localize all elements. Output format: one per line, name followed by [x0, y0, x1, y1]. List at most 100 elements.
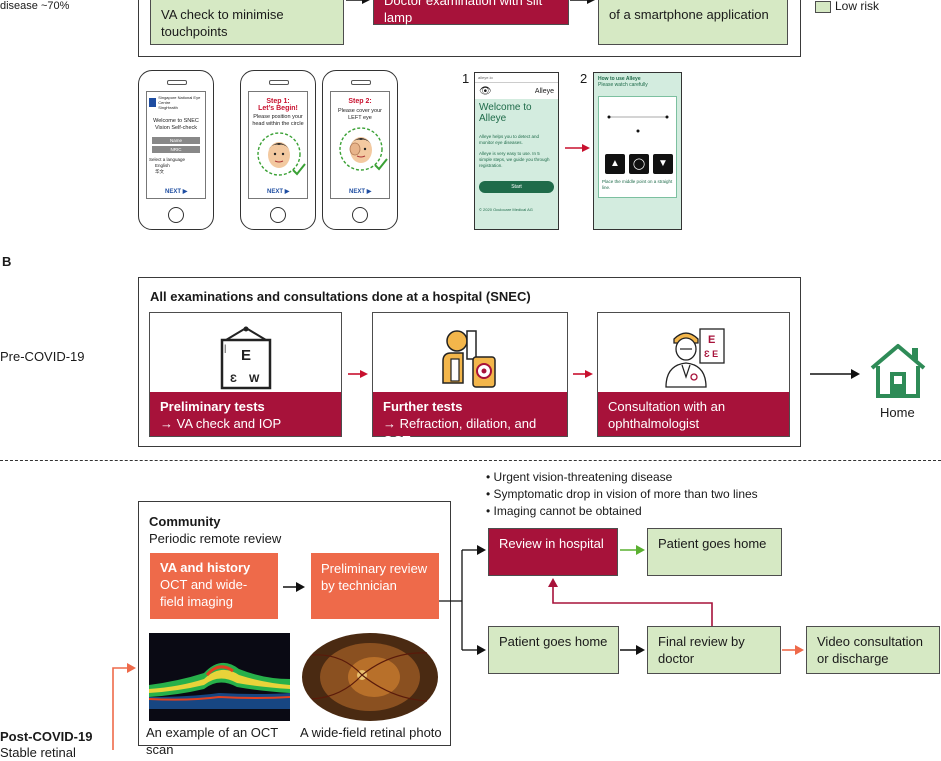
svg-text:|: |	[224, 343, 226, 353]
eye-chart-icon: E Ɛ W |	[220, 326, 272, 390]
language-label: Select a language	[149, 157, 186, 162]
down-triangle-button-icon[interactable]: ▼	[653, 154, 673, 174]
circle-button-icon[interactable]: ◯	[629, 154, 649, 174]
post-covid-label: Post-COVID-19	[0, 729, 93, 744]
section-divider	[0, 460, 941, 461]
snec-logo-icon	[149, 98, 157, 107]
phone-snec-welcome: Singapore National Eye Centre SingHealth…	[138, 70, 214, 230]
alleye-p1: Alleye helps you to detect and monitor e…	[479, 134, 540, 145]
va-history-sub: OCT and wide-field imaging	[160, 577, 248, 609]
next-button[interactable]: NEXT ▶	[267, 189, 290, 195]
hospital-frame-title: All examinations and consultations done …	[150, 289, 531, 304]
step1-instr: Please position your head within the cir…	[252, 114, 304, 127]
criteria-item: • Urgent vision-threatening disease	[486, 470, 673, 484]
further-tests-card: Further tests → Refraction, dilation, an…	[372, 312, 568, 448]
alleye-welcome-title: Welcome to Alleye	[479, 102, 532, 124]
face-cover-eye-icon	[339, 127, 388, 171]
svg-text:E: E	[708, 334, 715, 346]
consultation-line1: Consultation with an	[608, 399, 726, 414]
speaker-icon	[167, 80, 187, 85]
pre-covid-label: Pre-COVID-19	[0, 349, 85, 364]
up-triangle-button-icon[interactable]: ▲	[605, 154, 625, 174]
step2-instr: Please cover your LEFT eye	[337, 108, 383, 121]
consultation-line2: ophthalmologist	[608, 416, 700, 431]
lang-english[interactable]: English	[155, 163, 170, 168]
va-history-title: VA and history	[160, 560, 251, 575]
next-button[interactable]: NEXT ▶	[165, 189, 188, 195]
prelim-review-text: Preliminary review by technician	[321, 561, 428, 593]
review-hospital-box: Review in hospital	[488, 528, 618, 576]
welcome-text: Welcome to SNEC Vision Self-check	[153, 118, 199, 131]
final-review-text: Final review by doctor	[658, 634, 745, 666]
further-tests-caption: Further tests → Refraction, dilation, an…	[373, 392, 567, 448]
escalation-criteria-list: • Urgent vision-threatening disease • Sy…	[486, 469, 758, 520]
alleye-p2: Alleye is very easy to use. In 5 simple …	[479, 151, 550, 168]
alleye-brand: Alleye	[534, 88, 554, 95]
part-a-frame	[138, 0, 801, 57]
patient-home-box-1: Patient goes home	[647, 528, 782, 576]
howto-instr: Place the middle point on a straight lin…	[602, 179, 673, 190]
svg-text:W: W	[249, 373, 260, 385]
speaker-icon	[351, 80, 371, 85]
red-arrow-alleye	[565, 144, 590, 152]
doctor-icon: E Ɛ E	[665, 328, 725, 388]
part-a-arrows	[346, 0, 595, 4]
alleye-step-number-2: 2	[580, 71, 588, 86]
preliminary-tests-caption: Preliminary tests → VA check and IOP	[150, 392, 341, 436]
patient-home-text-2: Patient goes home	[499, 634, 608, 649]
va-history-box: VA and history OCT and wide-field imagin…	[150, 553, 278, 619]
smartphone-app-text: of a smartphone application	[609, 7, 769, 22]
next-button[interactable]: NEXT ▶	[349, 189, 372, 195]
phone-step2: Step 2: Please cover your LEFT eye NEXT …	[322, 70, 398, 230]
svg-text:Ɛ E: Ɛ E	[704, 349, 718, 359]
nric-field[interactable]: NRIC	[152, 146, 200, 153]
va-check-text: VA check to minimise touchpoints	[161, 7, 284, 39]
name-field[interactable]: Name	[152, 137, 200, 144]
play-icon: ▶	[182, 189, 188, 195]
doctor-exam-box: Doctor examination with slit lamp	[373, 0, 569, 25]
consultation-card: E Ɛ E Consultation with an ophthalmologi…	[597, 312, 790, 437]
alleye-footer: © 2020 Oculocare Medical AG	[479, 207, 533, 212]
left-caption-disease: disease ~70%	[0, 0, 70, 12]
svg-text:E: E	[241, 347, 251, 364]
hospital-frame	[138, 277, 801, 447]
eye-exam-machine-icon	[442, 330, 496, 388]
community-sub: Periodic remote review	[149, 531, 282, 546]
retina-caption: A wide-field retinal photo	[300, 725, 442, 740]
howto-panel: ▲ ◯ ▼ Place the middle point on a straig…	[598, 96, 677, 198]
org-name: Singapore National Eye Centre	[158, 95, 201, 105]
svg-text:Ɛ: Ɛ	[230, 373, 237, 385]
part-b-label: B	[2, 254, 12, 269]
step1-label: Step 1:	[266, 98, 290, 105]
criteria-item: • Imaging cannot be obtained	[486, 504, 642, 518]
further-tests-sub: → Refraction, dilation, and OCT	[383, 416, 537, 448]
patient-home-box-2: Patient goes home	[488, 626, 619, 674]
alleye-welcome-screen: alleye.io 👁 Alleye Welcome to Alleye All…	[474, 72, 559, 230]
preliminary-tests-card: E Ɛ W | Preliminary tests → VA check and…	[149, 312, 342, 437]
consultation-caption: Consultation with an ophthalmologist	[598, 392, 789, 436]
speaker-icon	[269, 80, 289, 85]
prelim-review-box: Preliminary review by technician	[311, 553, 439, 619]
howto-sub: Please watch carefully	[598, 82, 648, 88]
face-in-circle-icon	[257, 132, 306, 176]
final-review-box: Final review by doctor	[647, 626, 781, 674]
further-tests-title: Further tests	[383, 399, 463, 414]
start-button[interactable]: Start	[479, 181, 554, 193]
patient-home-text-1: Patient goes home	[658, 536, 767, 551]
play-icon: ▶	[366, 189, 372, 195]
eye-logo-icon: 👁	[479, 86, 492, 97]
home-button-icon	[168, 207, 184, 223]
smartphone-app-box: of a smartphone application	[598, 0, 788, 45]
phone-step1: Step 1: Let’s Begin! Please position you…	[240, 70, 316, 230]
step1-begin: Let’s Begin!	[258, 105, 298, 112]
lang-chinese[interactable]: 华文	[155, 169, 164, 174]
alleye-howto-screen: How to use Alleye Please watch carefully…	[593, 72, 682, 230]
browser-url: alleye.io	[475, 73, 558, 83]
review-hospital-text: Review in hospital	[499, 536, 604, 551]
home-button-icon	[270, 207, 286, 223]
legend-swatch-low-risk	[815, 1, 831, 13]
alleye-step-number-1: 1	[462, 71, 470, 86]
va-check-box: VA check to minimise touchpoints	[150, 0, 344, 45]
community-frame	[138, 501, 451, 746]
